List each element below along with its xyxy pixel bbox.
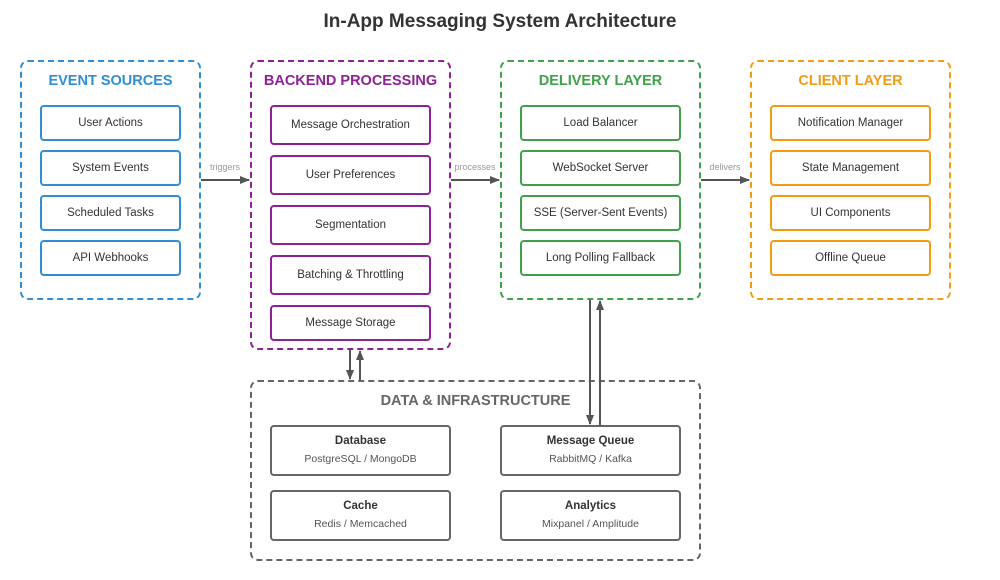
- client-ui-components: UI Components: [770, 195, 931, 231]
- delivery-layer-title: DELIVERY LAYER: [538, 73, 663, 89]
- infra-analytics: Analytics Mixpanel / Amplitude: [500, 490, 681, 541]
- delivery-websocket-server: WebSocket Server: [520, 150, 681, 186]
- infra-cache-detail: Redis / Memcached: [314, 518, 407, 530]
- infra-database-name: Database: [334, 435, 387, 447]
- backend-message-orchestration: Message Orchestration: [270, 105, 431, 145]
- client-notification-manager: Notification Manager: [770, 105, 931, 141]
- infra-message-queue-name: Message Queue: [546, 435, 635, 447]
- client-layer-title: CLIENT LAYER: [798, 73, 903, 89]
- connector-label-triggers: triggers: [209, 162, 240, 172]
- event-sources-title: EVENT SOURCES: [48, 73, 173, 89]
- infra-analytics-detail: Mixpanel / Amplitude: [542, 518, 639, 530]
- delivery-load-balancer: Load Balancer: [520, 105, 681, 141]
- backend-batching-throttling: Batching & Throttling: [270, 255, 431, 295]
- infra-message-queue: Message Queue RabbitMQ / Kafka: [500, 425, 681, 476]
- infra-cache: Cache Redis / Memcached: [270, 490, 451, 541]
- event-source-scheduled-tasks: Scheduled Tasks: [40, 195, 181, 231]
- delivery-sse: SSE (Server-Sent Events): [520, 195, 681, 231]
- client-offline-queue: Offline Queue: [770, 240, 931, 276]
- backend-user-preferences: User Preferences: [270, 155, 431, 195]
- backend-processing-title: BACKEND PROCESSING: [263, 73, 438, 89]
- event-source-user-actions: User Actions: [40, 105, 181, 141]
- connector-label-delivers: delivers: [709, 162, 741, 172]
- connector-label-processes: processes: [454, 162, 496, 172]
- infra-message-queue-detail: RabbitMQ / Kafka: [549, 453, 632, 465]
- client-state-management: State Management: [770, 150, 931, 186]
- backend-segmentation: Segmentation: [270, 205, 431, 245]
- backend-message-storage: Message Storage: [270, 305, 431, 341]
- event-source-api-webhooks: API Webhooks: [40, 240, 181, 276]
- delivery-long-polling-fallback: Long Polling Fallback: [520, 240, 681, 276]
- infra-cache-name: Cache: [343, 500, 378, 512]
- infra-database: Database PostgreSQL / MongoDB: [270, 425, 451, 476]
- infra-analytics-name: Analytics: [564, 500, 617, 512]
- diagram-title: In-App Messaging System Architecture: [323, 11, 677, 32]
- event-source-system-events: System Events: [40, 150, 181, 186]
- data-infrastructure-title: DATA & INFRASTRUCTURE: [380, 393, 571, 409]
- infra-database-detail: PostgreSQL / MongoDB: [304, 453, 417, 465]
